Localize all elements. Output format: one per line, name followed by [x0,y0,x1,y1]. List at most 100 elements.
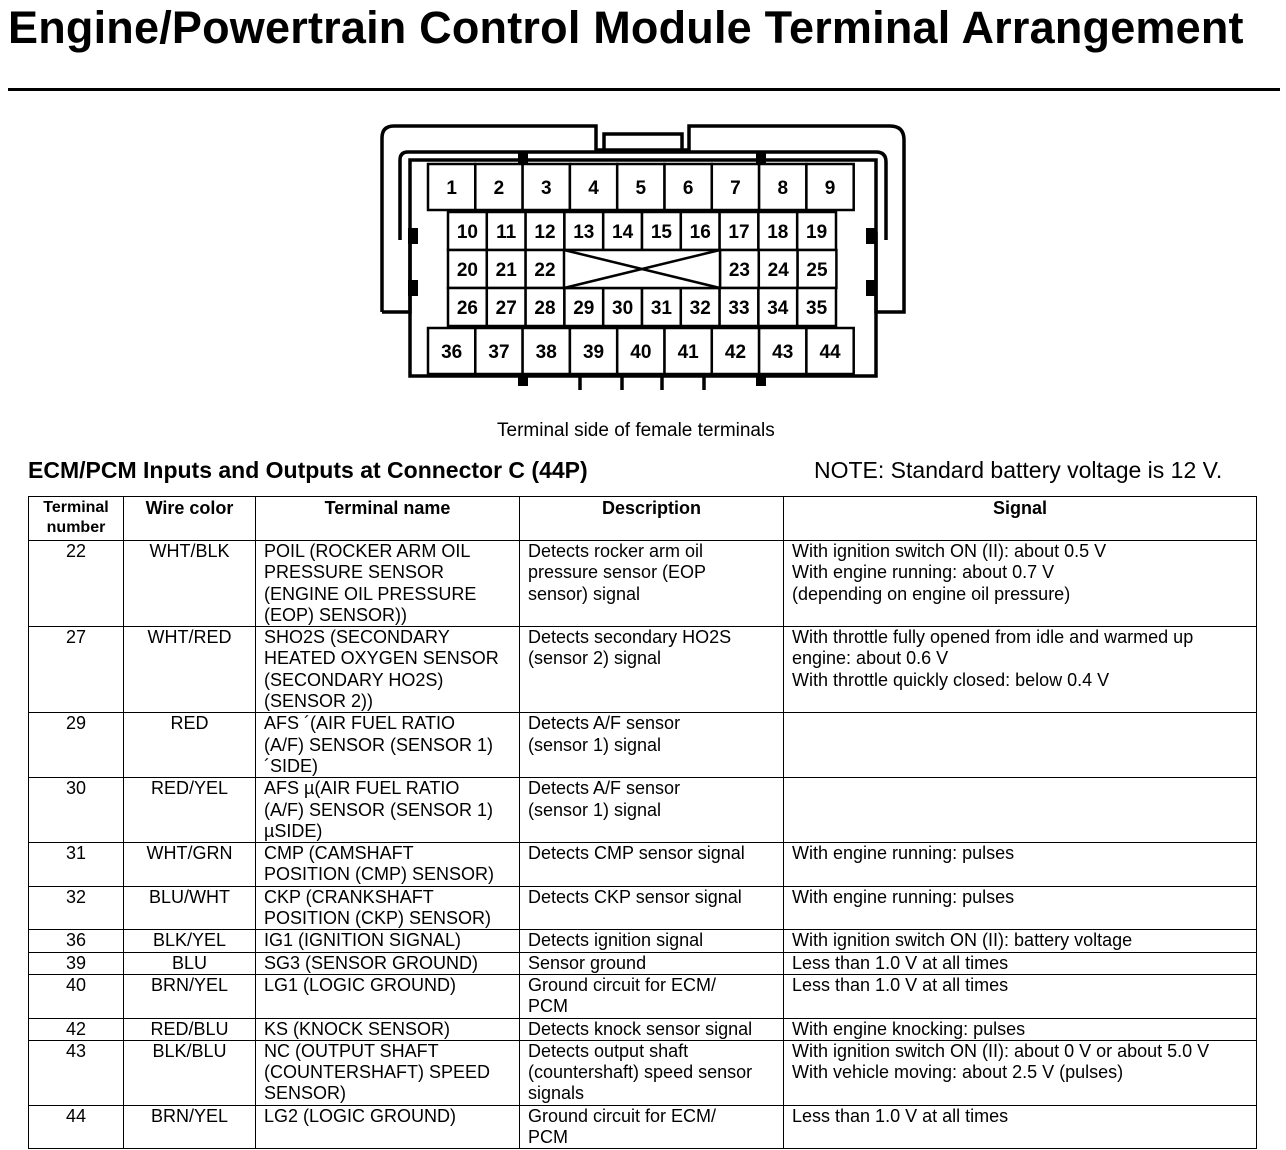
lock-block-right-top [866,228,876,244]
wire-color-cell: BLU [123,951,256,975]
lock-block-left-top [408,228,418,244]
signal-cell [783,712,1257,779]
signal-cell: With ignition switch ON (II): about 0 V … [783,1039,1257,1106]
terminal-number-label: 24 [768,260,790,281]
terminal-number-cell: 44 [28,1104,124,1150]
signal-cell [783,777,1257,844]
description-cell: Ground circuit for ECM/ PCM [519,973,784,1019]
terminal-number-label: 34 [767,298,789,319]
terminal-cavity [710,162,761,212]
terminal-number-label: 16 [690,222,711,243]
wire-color-cell: WHT/BLK [123,539,256,628]
terminal-number-cell: 39 [28,951,124,975]
terminal-cavity [521,162,572,212]
terminal-cavity [474,326,524,376]
description-cell: Detects ignition signal [519,929,784,953]
terminal-number-label: 25 [806,260,828,281]
terminal-number-label: 39 [583,342,604,363]
terminal-number-label: 21 [496,260,518,281]
terminal-number-label: 11 [496,222,517,243]
terminal-number-label: 10 [457,222,478,243]
terminal-name-cell: POIL (ROCKER ARM OIL PRESSURE SENSOR (EN… [255,539,520,628]
description-cell: Detects knock sensor signal [519,1017,784,1041]
terminal-number-label: 22 [534,260,555,281]
terminal-number-label: 7 [730,178,741,199]
signal-cell: With ignition switch ON (II): battery vo… [783,929,1257,953]
terminal-number-label: 17 [728,222,749,243]
terminal-number-cell: 30 [28,777,124,844]
terminal-number-label: 36 [441,342,462,363]
table-header-row: Terminal number Wire color Terminal name… [28,496,1257,541]
wire-color-cell: WHT/RED [123,626,256,714]
wire-color-cell: WHT/GRN [123,842,256,887]
latch-tab [602,132,684,150]
terminal-number-label: 31 [651,298,673,319]
terminal-cavity [757,162,808,212]
terminal-number-cell: 29 [28,712,124,779]
terminal-number-label: 13 [573,222,594,243]
terminal-name-cell: AFS µ(AIR FUEL RATIO (A/F) SENSOR (SENSO… [255,777,520,844]
signal-cell: With engine running: pulses [783,842,1257,887]
terminal-number-label: 14 [612,222,634,243]
signal-cell: Less than 1.0 V at all times [783,1104,1257,1150]
terminal-number-label: 6 [683,178,694,199]
terminal-number-label: 9 [825,178,836,199]
terminal-cavity [663,162,714,212]
terminal-number-label: 42 [725,342,746,363]
terminal-number-cell: 43 [28,1039,124,1106]
description-cell: Detects A/F sensor (sensor 1) signal [519,777,784,844]
description-cell: Detects CMP sensor signal [519,842,784,887]
description-cell: Detects rocker arm oil pressure sensor (… [519,539,784,628]
terminal-number-label: 43 [772,342,793,363]
header-description: Description [519,496,784,541]
header-terminal-name: Terminal name [255,496,520,541]
terminal-table: Terminal number Wire color Terminal name… [28,496,1257,1150]
terminal-cavity [446,210,489,252]
terminal-number-label: 37 [488,342,509,363]
lock-block-left-bottom [408,280,418,296]
terminal-number-label: 30 [612,298,633,319]
description-cell: Ground circuit for ECM/ PCM [519,1104,784,1150]
title-divider [8,88,1280,91]
description-cell: Detects A/F sensor (sensor 1) signal [519,712,784,779]
terminal-number-label: 19 [806,222,827,243]
terminal-cavity [524,286,566,328]
terminal-name-cell: LG1 (LOGIC GROUND) [255,973,520,1019]
terminal-number-label: 18 [767,222,788,243]
terminal-name-cell: SHO2S (SECONDARY HEATED OXYGEN SENSOR (S… [255,626,520,714]
bottom-key [578,376,706,390]
empty-cavity-cross [562,248,722,290]
terminal-name-cell: IG1 (IGNITION SIGNAL) [255,929,520,953]
terminal-number-cell: 27 [28,626,124,714]
housing-outer [380,124,906,314]
terminal-cavity [446,286,489,328]
wire-color-cell: BLU/WHT [123,885,256,931]
terminal-number-label: 40 [630,342,651,363]
terminal-number-label: 2 [494,178,505,199]
signal-cell: Less than 1.0 V at all times [783,973,1257,1019]
terminal-name-cell: AFS ´(AIR FUEL RATIO (A/F) SENSOR (SENSO… [255,712,520,779]
terminal-cavity [805,162,855,212]
terminal-cavity [757,286,799,328]
terminal-name-cell: NC (OUTPUT SHAFT (COUNTERSHAFT) SPEED SE… [255,1039,520,1106]
terminal-name-cell: CKP (CRANKSHAFT POSITION (CKP) SENSOR) [255,885,520,931]
wire-color-cell: BLK/BLU [123,1039,256,1106]
signal-cell: With throttle fully opened from idle and… [783,626,1257,714]
lock-block-right-bottom [866,280,876,296]
voltage-note: NOTE: Standard battery voltage is 12 V. [814,457,1223,483]
terminal-name-cell: KS (KNOCK SENSOR) [255,1017,520,1041]
terminal-cavity [718,286,760,328]
terminal-number-label: 33 [728,298,749,319]
wire-color-cell: BRN/YEL [123,1104,256,1150]
terminal-number-label: 20 [457,260,478,281]
terminal-number-label: 44 [819,342,841,363]
terminal-cavity [601,210,644,252]
